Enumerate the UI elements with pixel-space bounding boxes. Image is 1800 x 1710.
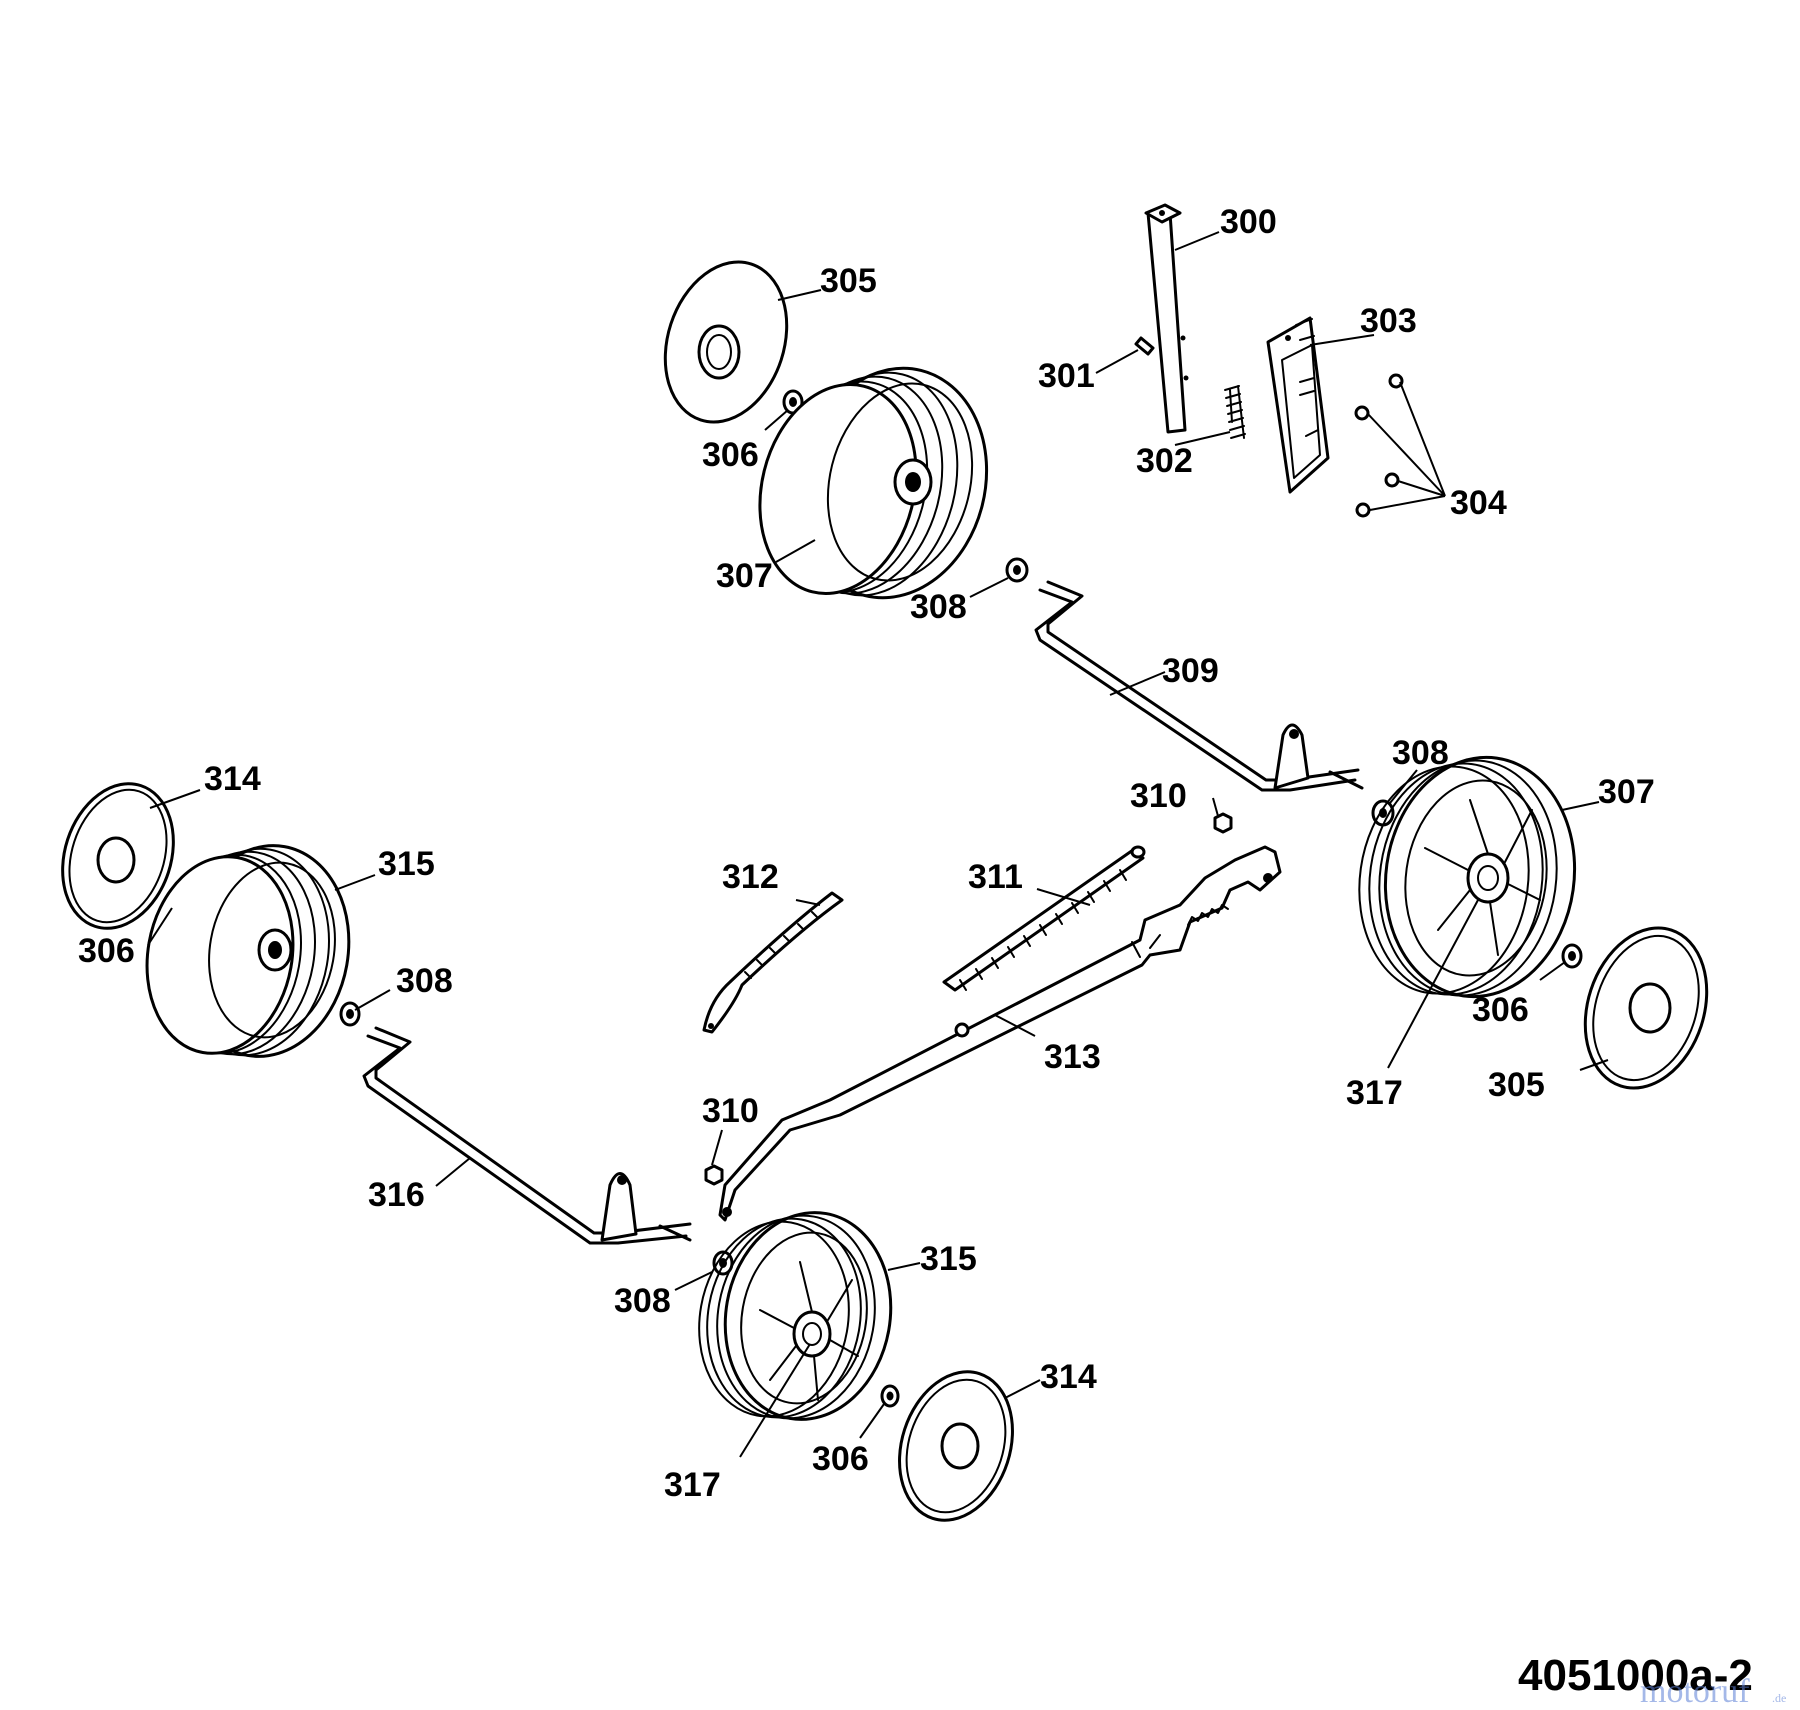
label-307-right: 307: [1598, 773, 1655, 811]
leader-lines: [147, 231, 1609, 1458]
part-301-pin: [1134, 336, 1155, 356]
label-304: 304: [1450, 484, 1507, 522]
part-306-washer-bottom: [880, 1384, 900, 1408]
label-307: 307: [716, 557, 773, 595]
part-310-nut-bottom: [704, 1164, 724, 1186]
label-315-left: 315: [378, 845, 435, 883]
part-307-wheel-right: [1358, 755, 1577, 999]
label-308-right: 308: [1392, 734, 1449, 772]
label-300: 300: [1220, 203, 1277, 241]
label-305: 305: [820, 262, 877, 300]
part-311-threaded-rod: [942, 845, 1146, 992]
part-305-hubcap-right: [1583, 926, 1709, 1090]
part-315-wheel-bottom: [698, 1211, 893, 1421]
label-303: 303: [1360, 302, 1417, 340]
label-313: 313: [1044, 1038, 1101, 1076]
label-306-left: 306: [78, 932, 135, 970]
label-315-bottom: 315: [920, 1240, 977, 1278]
part-309-axle: [1034, 580, 1364, 792]
label-314-left: 314: [204, 760, 261, 798]
label-306-bottom: 306: [812, 1440, 869, 1478]
part-304-screws: [1354, 373, 1404, 518]
part-308-washer-left: [339, 1001, 361, 1027]
part-312-rail: [702, 891, 844, 1034]
part-310-nut-top: [1213, 812, 1233, 834]
watermark-suffix: .de: [1772, 1691, 1786, 1705]
label-316: 316: [368, 1176, 425, 1214]
part-307-wheel-top: [758, 366, 989, 600]
watermark: motoruf: [1640, 1673, 1750, 1710]
part-305-hubcap-top: [663, 260, 789, 424]
label-305-right: 305: [1488, 1066, 1545, 1104]
label-308-left: 308: [396, 962, 453, 1000]
part-313-handle: [718, 845, 1282, 1222]
part-315-wheel-left: [145, 844, 351, 1058]
label-317-bottom: 317: [664, 1466, 721, 1504]
part-314-hubcap-bottom: [898, 1370, 1014, 1522]
label-312: 312: [722, 858, 779, 896]
part-300-lever: [1144, 203, 1189, 434]
part-314-hubcap-left: [61, 782, 175, 930]
label-314-bottom: 314: [1040, 1358, 1097, 1396]
label-309: 309: [1162, 652, 1219, 690]
label-306: 306: [702, 436, 759, 474]
part-308-washer-top: [1005, 557, 1029, 583]
part-302-spring: [1224, 385, 1246, 439]
part-316-axle: [362, 1026, 692, 1245]
label-317-right: 317: [1346, 1074, 1403, 1112]
label-302: 302: [1136, 442, 1193, 480]
part-306-washer-right: [1561, 943, 1583, 969]
part-303-bracket: [1266, 316, 1330, 494]
label-306-right: 306: [1472, 991, 1529, 1029]
label-310-bottom: 310: [702, 1092, 759, 1130]
part-labels: 300 301 302 303 304 305 306 307 308 309 …: [78, 203, 1655, 1504]
label-308-bottom: 308: [614, 1282, 671, 1320]
drawing-number: 4051000a-2: [1518, 1651, 1753, 1700]
label-311: 311: [968, 858, 1023, 896]
label-308: 308: [910, 588, 967, 626]
label-301: 301: [1038, 357, 1095, 395]
label-310-top: 310: [1130, 777, 1187, 815]
